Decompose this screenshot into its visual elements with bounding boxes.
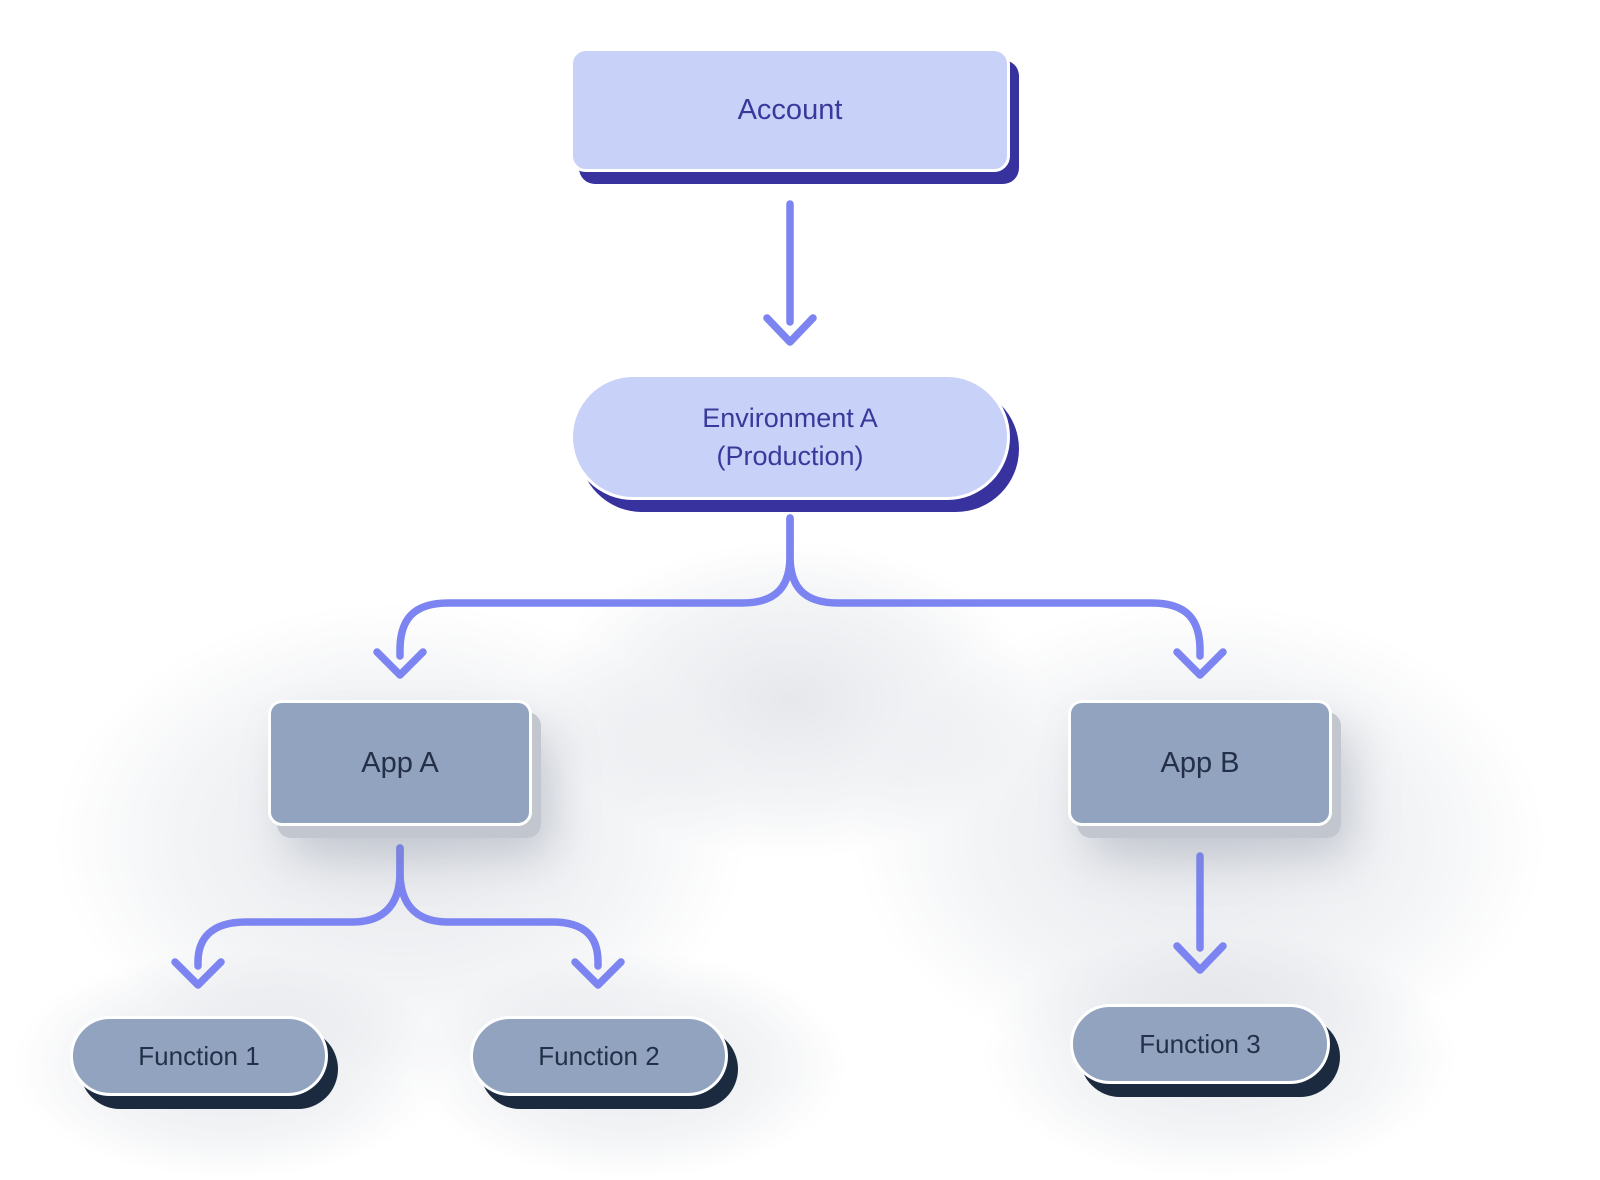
node-app-b: App B [1068, 700, 1332, 826]
node-account: Account [570, 48, 1010, 172]
node-environment-label: Environment A (Production) [702, 399, 878, 475]
node-function-2: Function 2 [470, 1016, 728, 1096]
node-account-label: Account [737, 93, 843, 126]
edge-app-b-function-3 [1173, 852, 1227, 974]
node-environment-label-line2: (Production) [716, 441, 864, 471]
edge-environment-app-a [373, 514, 794, 679]
node-function-1-label: Function 1 [138, 1040, 260, 1071]
diagram-canvas: Account Environment A (Production) App A… [10, 48, 1550, 1180]
edge-layer [171, 200, 1227, 989]
node-function-2-label: Function 2 [538, 1040, 660, 1071]
node-environment-a-production: Environment A (Production) [570, 374, 1010, 500]
edge-app-a-function-1 [171, 844, 404, 989]
node-function-3: Function 3 [1070, 1004, 1330, 1084]
node-app-b-label: App B [1160, 746, 1240, 779]
edge-app-a-function-2 [396, 844, 625, 989]
node-function-3-label: Function 3 [1139, 1028, 1261, 1059]
node-environment-label-line1: Environment A [702, 403, 878, 433]
node-app-a: App A [268, 700, 532, 826]
edge-environment-app-b [786, 514, 1227, 679]
node-app-a-label: App A [361, 746, 439, 779]
node-function-1: Function 1 [70, 1016, 328, 1096]
edge-account-environment [763, 200, 817, 346]
